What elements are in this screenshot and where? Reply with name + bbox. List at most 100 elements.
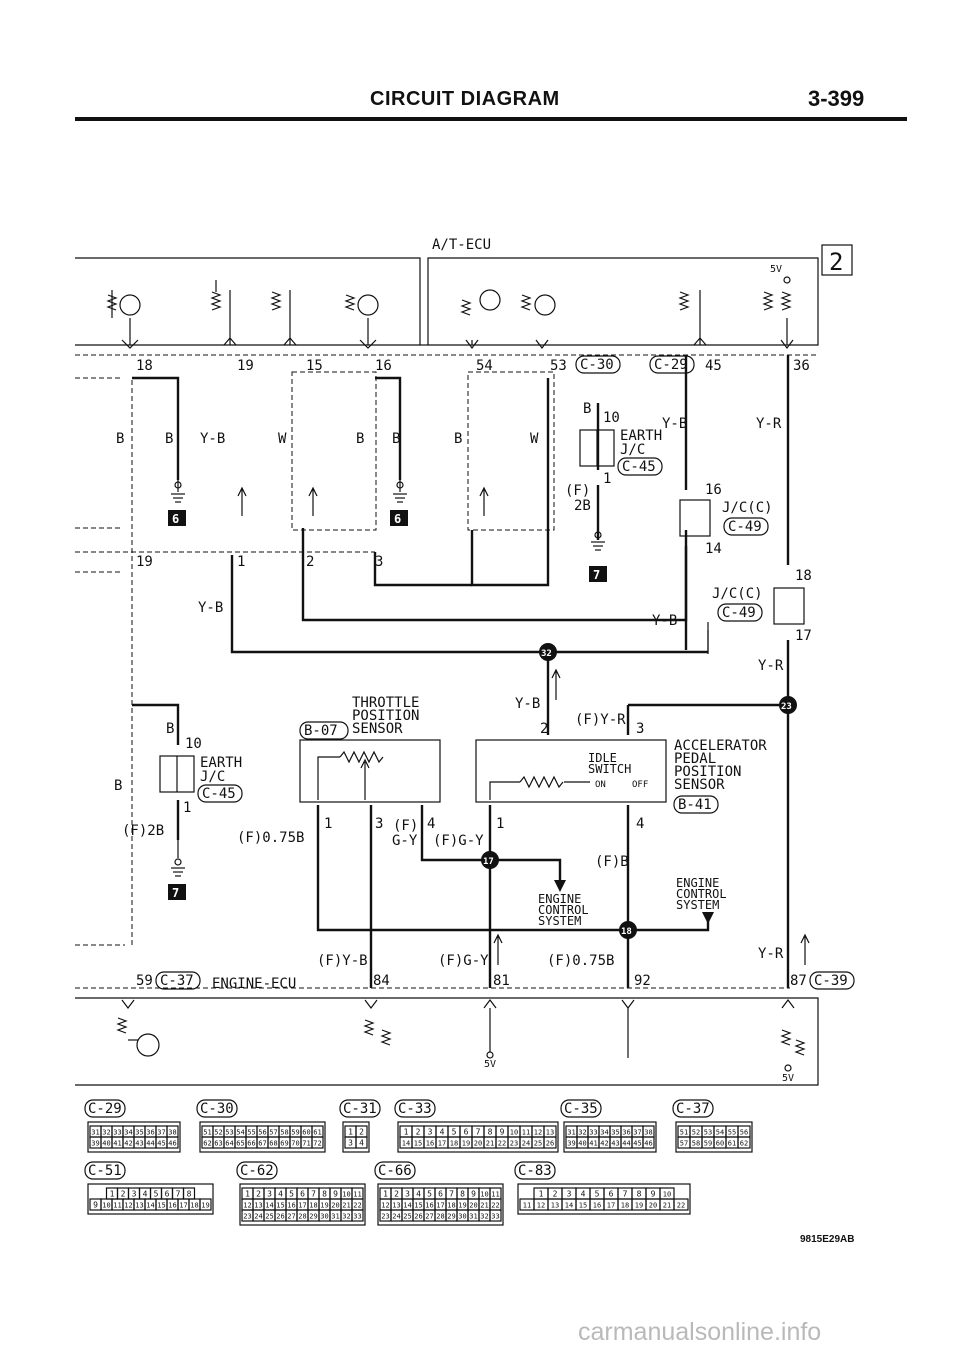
engine-ecu-label: ENGINE-ECU	[212, 976, 296, 992]
connector-pin: 17	[179, 1202, 187, 1210]
connector-pin: 14	[403, 1202, 411, 1210]
connector-pin: 7	[311, 1190, 316, 1199]
connector-pin: 15	[414, 1140, 422, 1148]
connector-pin: 42	[124, 1140, 132, 1148]
connector-pin: 60	[716, 1140, 724, 1148]
connector-pin: 60	[302, 1129, 310, 1137]
connector-pin: 36	[622, 1129, 630, 1137]
svg-text:B-07: B-07	[304, 723, 338, 739]
svg-text:J/C(C): J/C(C)	[712, 586, 763, 602]
connector-pin: 38	[644, 1129, 652, 1137]
connector-label: C-37	[676, 1101, 710, 1117]
at-ecu-connector-c30: C-30	[575, 355, 621, 374]
connector-pin: 30	[458, 1213, 466, 1221]
connector-pin: 56	[258, 1129, 266, 1137]
connector-pin: 16	[426, 1140, 434, 1148]
connector-pin: 4	[143, 1190, 148, 1199]
svg-text:Y-R: Y-R	[756, 416, 782, 432]
connector-pin: 43	[135, 1140, 143, 1148]
earth-jc-upper: B 10 EARTH J/C C-45 1	[579, 401, 663, 487]
connector-pin: 16	[287, 1202, 295, 1210]
connector-pin: 4	[440, 1128, 445, 1137]
connector-pin: 9	[651, 1190, 656, 1199]
connector-pin: 10	[102, 1202, 110, 1210]
connector-pin: 52	[214, 1129, 222, 1137]
svg-text:84: 84	[373, 973, 390, 989]
connector-pin: 53	[704, 1129, 712, 1137]
svg-text:(F)B: (F)B	[595, 854, 629, 870]
connector-label: C-31	[343, 1101, 377, 1117]
connector-pin: 51	[203, 1129, 211, 1137]
connector-pin: 65	[236, 1140, 244, 1148]
svg-text:3: 3	[375, 554, 383, 570]
connector-pin: 59	[704, 1140, 712, 1148]
connector-pin: 11	[491, 1191, 499, 1199]
connector-pin: 1	[348, 1128, 353, 1137]
connector-pin: 17	[298, 1202, 306, 1210]
connector-pin: 1	[245, 1190, 250, 1199]
connector-pin: 25	[534, 1140, 542, 1148]
at-pin-54: 54	[476, 358, 493, 374]
connector-pin: 24	[254, 1213, 262, 1221]
connector-pin: 1	[110, 1190, 115, 1199]
svg-text:2: 2	[540, 721, 548, 737]
connector-pin: 45	[633, 1140, 641, 1148]
svg-text:B: B	[116, 431, 124, 447]
svg-text:7: 7	[593, 568, 600, 582]
svg-text:SYSTEM: SYSTEM	[538, 914, 581, 928]
connector-label: C-33	[398, 1101, 432, 1117]
connector-pin: 13	[392, 1202, 400, 1210]
connector-pin: 20	[649, 1202, 657, 1210]
jc-c-upper: 16 J/C(C) C-49 14	[679, 482, 773, 557]
svg-text:G-Y: G-Y	[392, 833, 418, 849]
connector-pin: 10	[510, 1129, 518, 1137]
svg-text:18: 18	[621, 927, 632, 937]
connector-pin: 2	[394, 1190, 399, 1199]
svg-text:CONTROL: CONTROL	[676, 887, 727, 901]
svg-text:10: 10	[603, 410, 620, 426]
connector-pin: 12	[537, 1202, 545, 1210]
svg-text:(F)G-Y: (F)G-Y	[433, 833, 484, 849]
connector-pin: 1	[539, 1190, 544, 1199]
connector-pin: 7	[623, 1190, 628, 1199]
svg-text:(F)Y-B: (F)Y-B	[317, 953, 368, 969]
connector-pin: 7	[449, 1190, 454, 1199]
connector-pin: 18	[621, 1202, 629, 1210]
connector-pin: 31	[331, 1213, 339, 1221]
connector-pin: 7	[476, 1128, 481, 1137]
connector-pin: 39	[567, 1140, 575, 1148]
connector-pin: 7	[176, 1190, 181, 1199]
svg-text:(F)Y-R: (F)Y-R	[575, 712, 626, 728]
connector-pin: 19	[201, 1202, 209, 1210]
connector-pin: 8	[322, 1190, 327, 1199]
connector-pin: 18	[450, 1140, 458, 1148]
connector-pin: 26	[546, 1140, 554, 1148]
svg-text:(F)G-Y: (F)G-Y	[438, 953, 489, 969]
connector-pin: 8	[460, 1190, 465, 1199]
connector-pin: 51	[680, 1129, 688, 1137]
svg-text:ON: ON	[595, 780, 606, 790]
at-ecu-box	[75, 257, 819, 346]
connector-pin: 6	[300, 1190, 305, 1199]
svg-text:14: 14	[705, 541, 722, 557]
connector-pin: 22	[491, 1202, 499, 1210]
connector-pin: 8	[488, 1128, 493, 1137]
connector-pin: 72	[313, 1140, 321, 1148]
connector-pin: 1	[404, 1128, 409, 1137]
connector-pin: 34	[124, 1129, 132, 1137]
svg-text:ACCELERATOR: ACCELERATOR	[674, 738, 767, 754]
connector-pin: 27	[287, 1213, 295, 1221]
at-pin-18: 18	[136, 358, 153, 374]
svg-text:17: 17	[795, 628, 812, 644]
at-ecu-internals: 5V	[106, 264, 794, 349]
svg-text:87: 87	[790, 973, 807, 989]
svg-text:(F)2B: (F)2B	[122, 823, 164, 839]
engine-ecu-pin-labels: 59 C-37 ENGINE-ECU 84 81 92 87 C-39	[136, 971, 855, 992]
connector-pin: 45	[157, 1140, 165, 1148]
connector-pin: 6	[464, 1128, 469, 1137]
connector-pin: 38	[168, 1129, 176, 1137]
at-pin-16: 16	[375, 358, 392, 374]
